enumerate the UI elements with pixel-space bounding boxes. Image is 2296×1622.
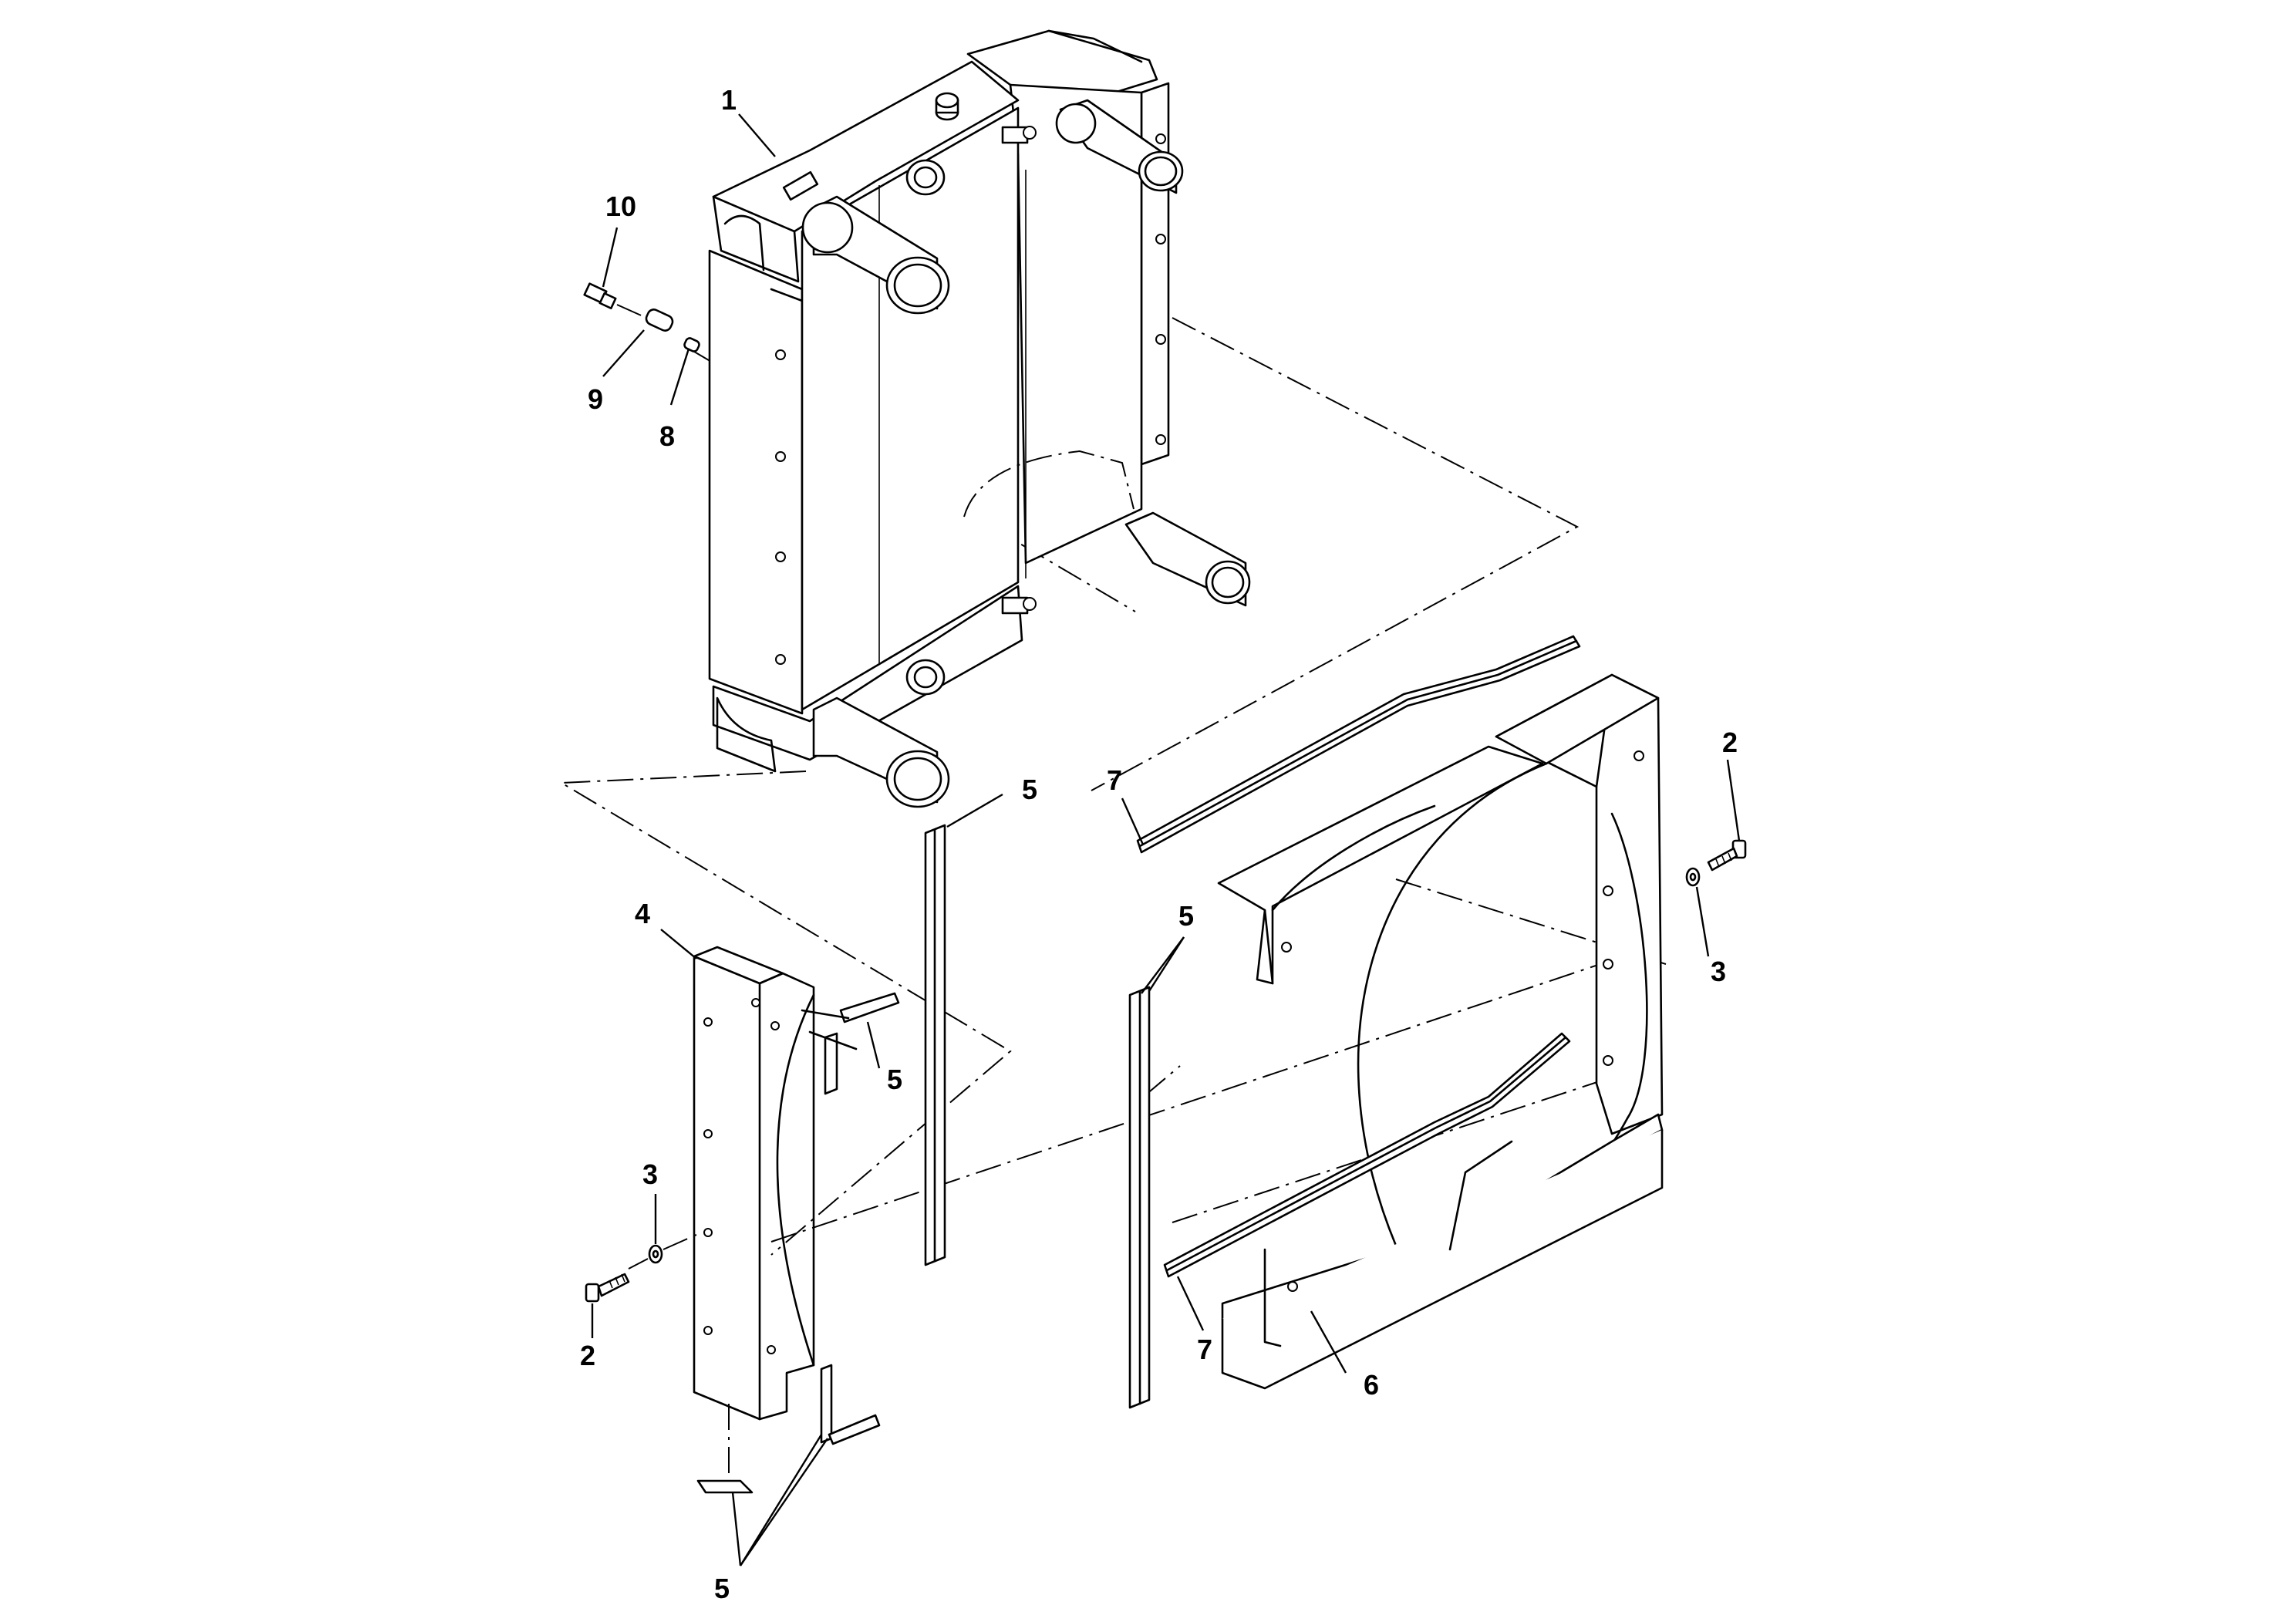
callout-3-right: 3 — [1711, 956, 1726, 987]
bolt-left — [585, 1273, 630, 1303]
callout-5-center: 5 — [1022, 774, 1037, 805]
callout-1: 1 — [721, 84, 737, 116]
bolt-right — [1707, 839, 1747, 872]
fan-shroud — [1217, 673, 1664, 1390]
seal-strip-lower — [1163, 1032, 1571, 1278]
callout-5-strips: 5 — [1178, 900, 1194, 932]
callout-8: 8 — [659, 420, 675, 452]
callout-7-upper: 7 — [1107, 764, 1122, 796]
callout-10: 10 — [605, 191, 636, 222]
callout-7-lower: 7 — [1197, 1334, 1212, 1365]
side-panel — [693, 946, 858, 1477]
sensor-fitting — [583, 282, 700, 352]
seal-strip-upper — [1136, 635, 1581, 854]
callout-6: 6 — [1364, 1369, 1379, 1401]
callout-4: 4 — [635, 898, 650, 929]
callouts: 1 10 9 8 5 7 2 3 4 5 5 3 2 7 6 5 — [580, 84, 1738, 1604]
callout-5-bottom: 5 — [714, 1573, 730, 1604]
callout-9: 9 — [588, 383, 603, 415]
callout-2-right: 2 — [1722, 727, 1738, 758]
callout-2-left: 2 — [580, 1340, 595, 1371]
leader-lines — [591, 113, 1741, 1566]
seal-strips — [696, 824, 1151, 1494]
radiator-core — [708, 29, 1251, 808]
washer-left — [628, 1233, 699, 1270]
callout-5-panel: 5 — [887, 1064, 902, 1095]
washer-right — [1685, 867, 1701, 887]
callout-3-left: 3 — [642, 1158, 658, 1190]
